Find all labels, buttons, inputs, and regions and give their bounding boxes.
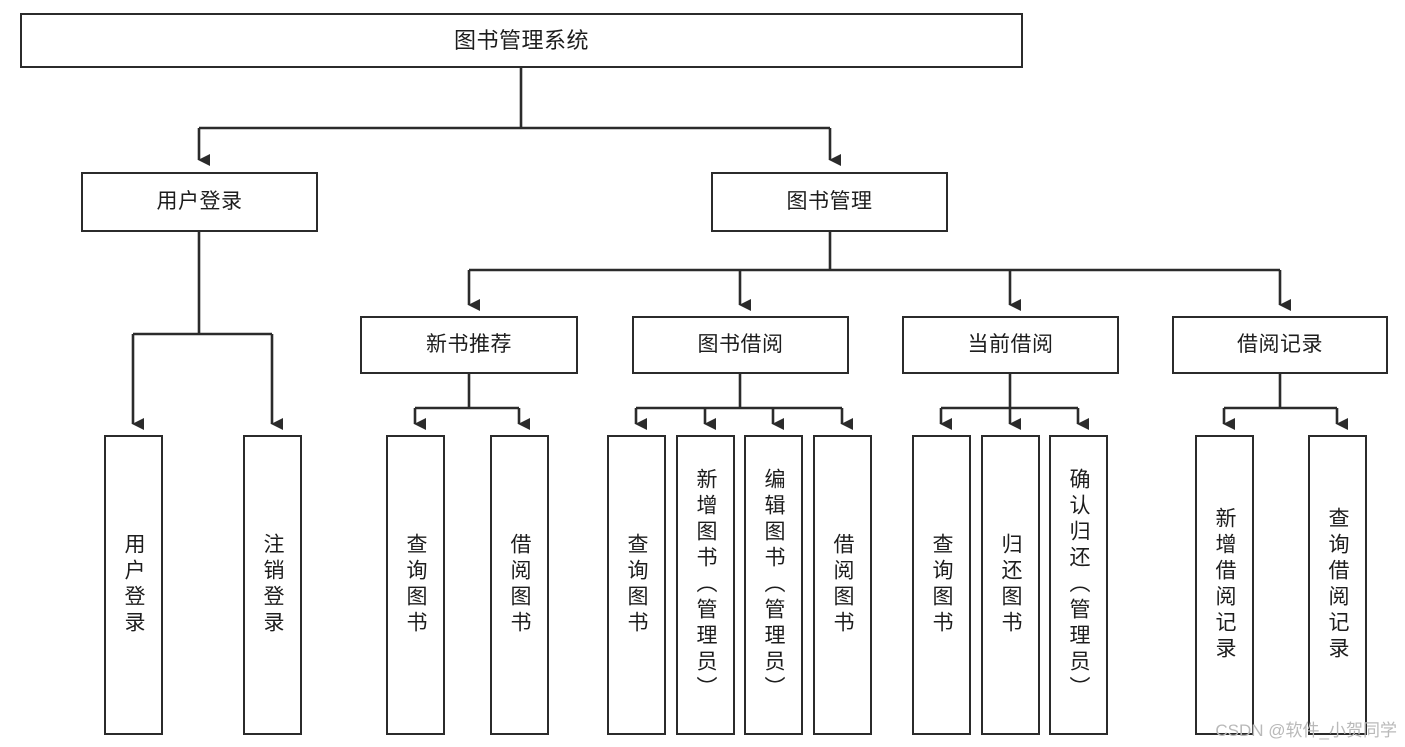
csdn-watermark: CSDN @软件_小贺同学 [1215, 721, 1397, 740]
leaf-borrow-query-books-label: 查询图书 [625, 533, 648, 637]
leaf-newbook-query-books-label: 查询图书 [404, 533, 427, 637]
node-book-borrow[interactable]: 图书借阅 [632, 316, 849, 374]
node-new-book-recommend-label: 新书推荐 [426, 332, 512, 356]
node-borrow-records-label: 借阅记录 [1237, 332, 1323, 356]
node-user-login[interactable]: 用户登录 [81, 172, 318, 232]
leaf-current-confirm-return-admin[interactable]: 确认归还（管理员） [1049, 435, 1108, 735]
node-book-borrow-label: 图书借阅 [697, 332, 784, 356]
leaf-borrow-add-book-admin-label: 新增图书（管理员） [694, 468, 717, 702]
leaf-current-confirm-return-admin-label: 确认归还（管理员） [1067, 468, 1090, 702]
node-book-management-label: 图书管理 [786, 189, 873, 213]
leaf-borrow-borrow-books-label: 借阅图书 [831, 533, 854, 637]
node-book-management[interactable]: 图书管理 [711, 172, 948, 232]
leaf-current-return-books-label: 归还图书 [999, 533, 1022, 637]
leaf-borrow-add-book-admin[interactable]: 新增图书（管理员） [676, 435, 735, 735]
leaf-user-login[interactable]: 用户登录 [104, 435, 163, 735]
node-borrow-records[interactable]: 借阅记录 [1172, 316, 1388, 374]
leaf-records-query-record-label: 查询借阅记录 [1326, 507, 1349, 663]
leaf-current-query-books-label: 查询图书 [930, 533, 953, 637]
leaf-newbook-borrow-books[interactable]: 借阅图书 [490, 435, 549, 735]
node-root-label: 图书管理系统 [453, 27, 589, 53]
leaf-logout-label: 注销登录 [261, 533, 284, 637]
leaf-records-query-record[interactable]: 查询借阅记录 [1308, 435, 1367, 735]
leaf-newbook-borrow-books-label: 借阅图书 [508, 533, 531, 637]
node-root[interactable]: 图书管理系统 [20, 13, 1023, 68]
node-user-login-label: 用户登录 [156, 189, 243, 213]
leaf-borrow-edit-book-admin[interactable]: 编辑图书（管理员） [744, 435, 803, 735]
leaf-borrow-edit-book-admin-label: 编辑图书（管理员） [762, 468, 785, 702]
node-current-borrow-label: 当前借阅 [967, 332, 1054, 356]
node-new-book-recommend[interactable]: 新书推荐 [360, 316, 578, 374]
leaf-borrow-query-books[interactable]: 查询图书 [607, 435, 666, 735]
leaf-newbook-query-books[interactable]: 查询图书 [386, 435, 445, 735]
leaf-logout[interactable]: 注销登录 [243, 435, 302, 735]
leaf-current-return-books[interactable]: 归还图书 [981, 435, 1040, 735]
leaf-current-query-books[interactable]: 查询图书 [912, 435, 971, 735]
node-current-borrow[interactable]: 当前借阅 [902, 316, 1119, 374]
leaf-records-add-record-label: 新增借阅记录 [1213, 507, 1236, 663]
leaf-borrow-borrow-books[interactable]: 借阅图书 [813, 435, 872, 735]
leaf-records-add-record[interactable]: 新增借阅记录 [1195, 435, 1254, 735]
leaf-user-login-label: 用户登录 [122, 533, 145, 637]
